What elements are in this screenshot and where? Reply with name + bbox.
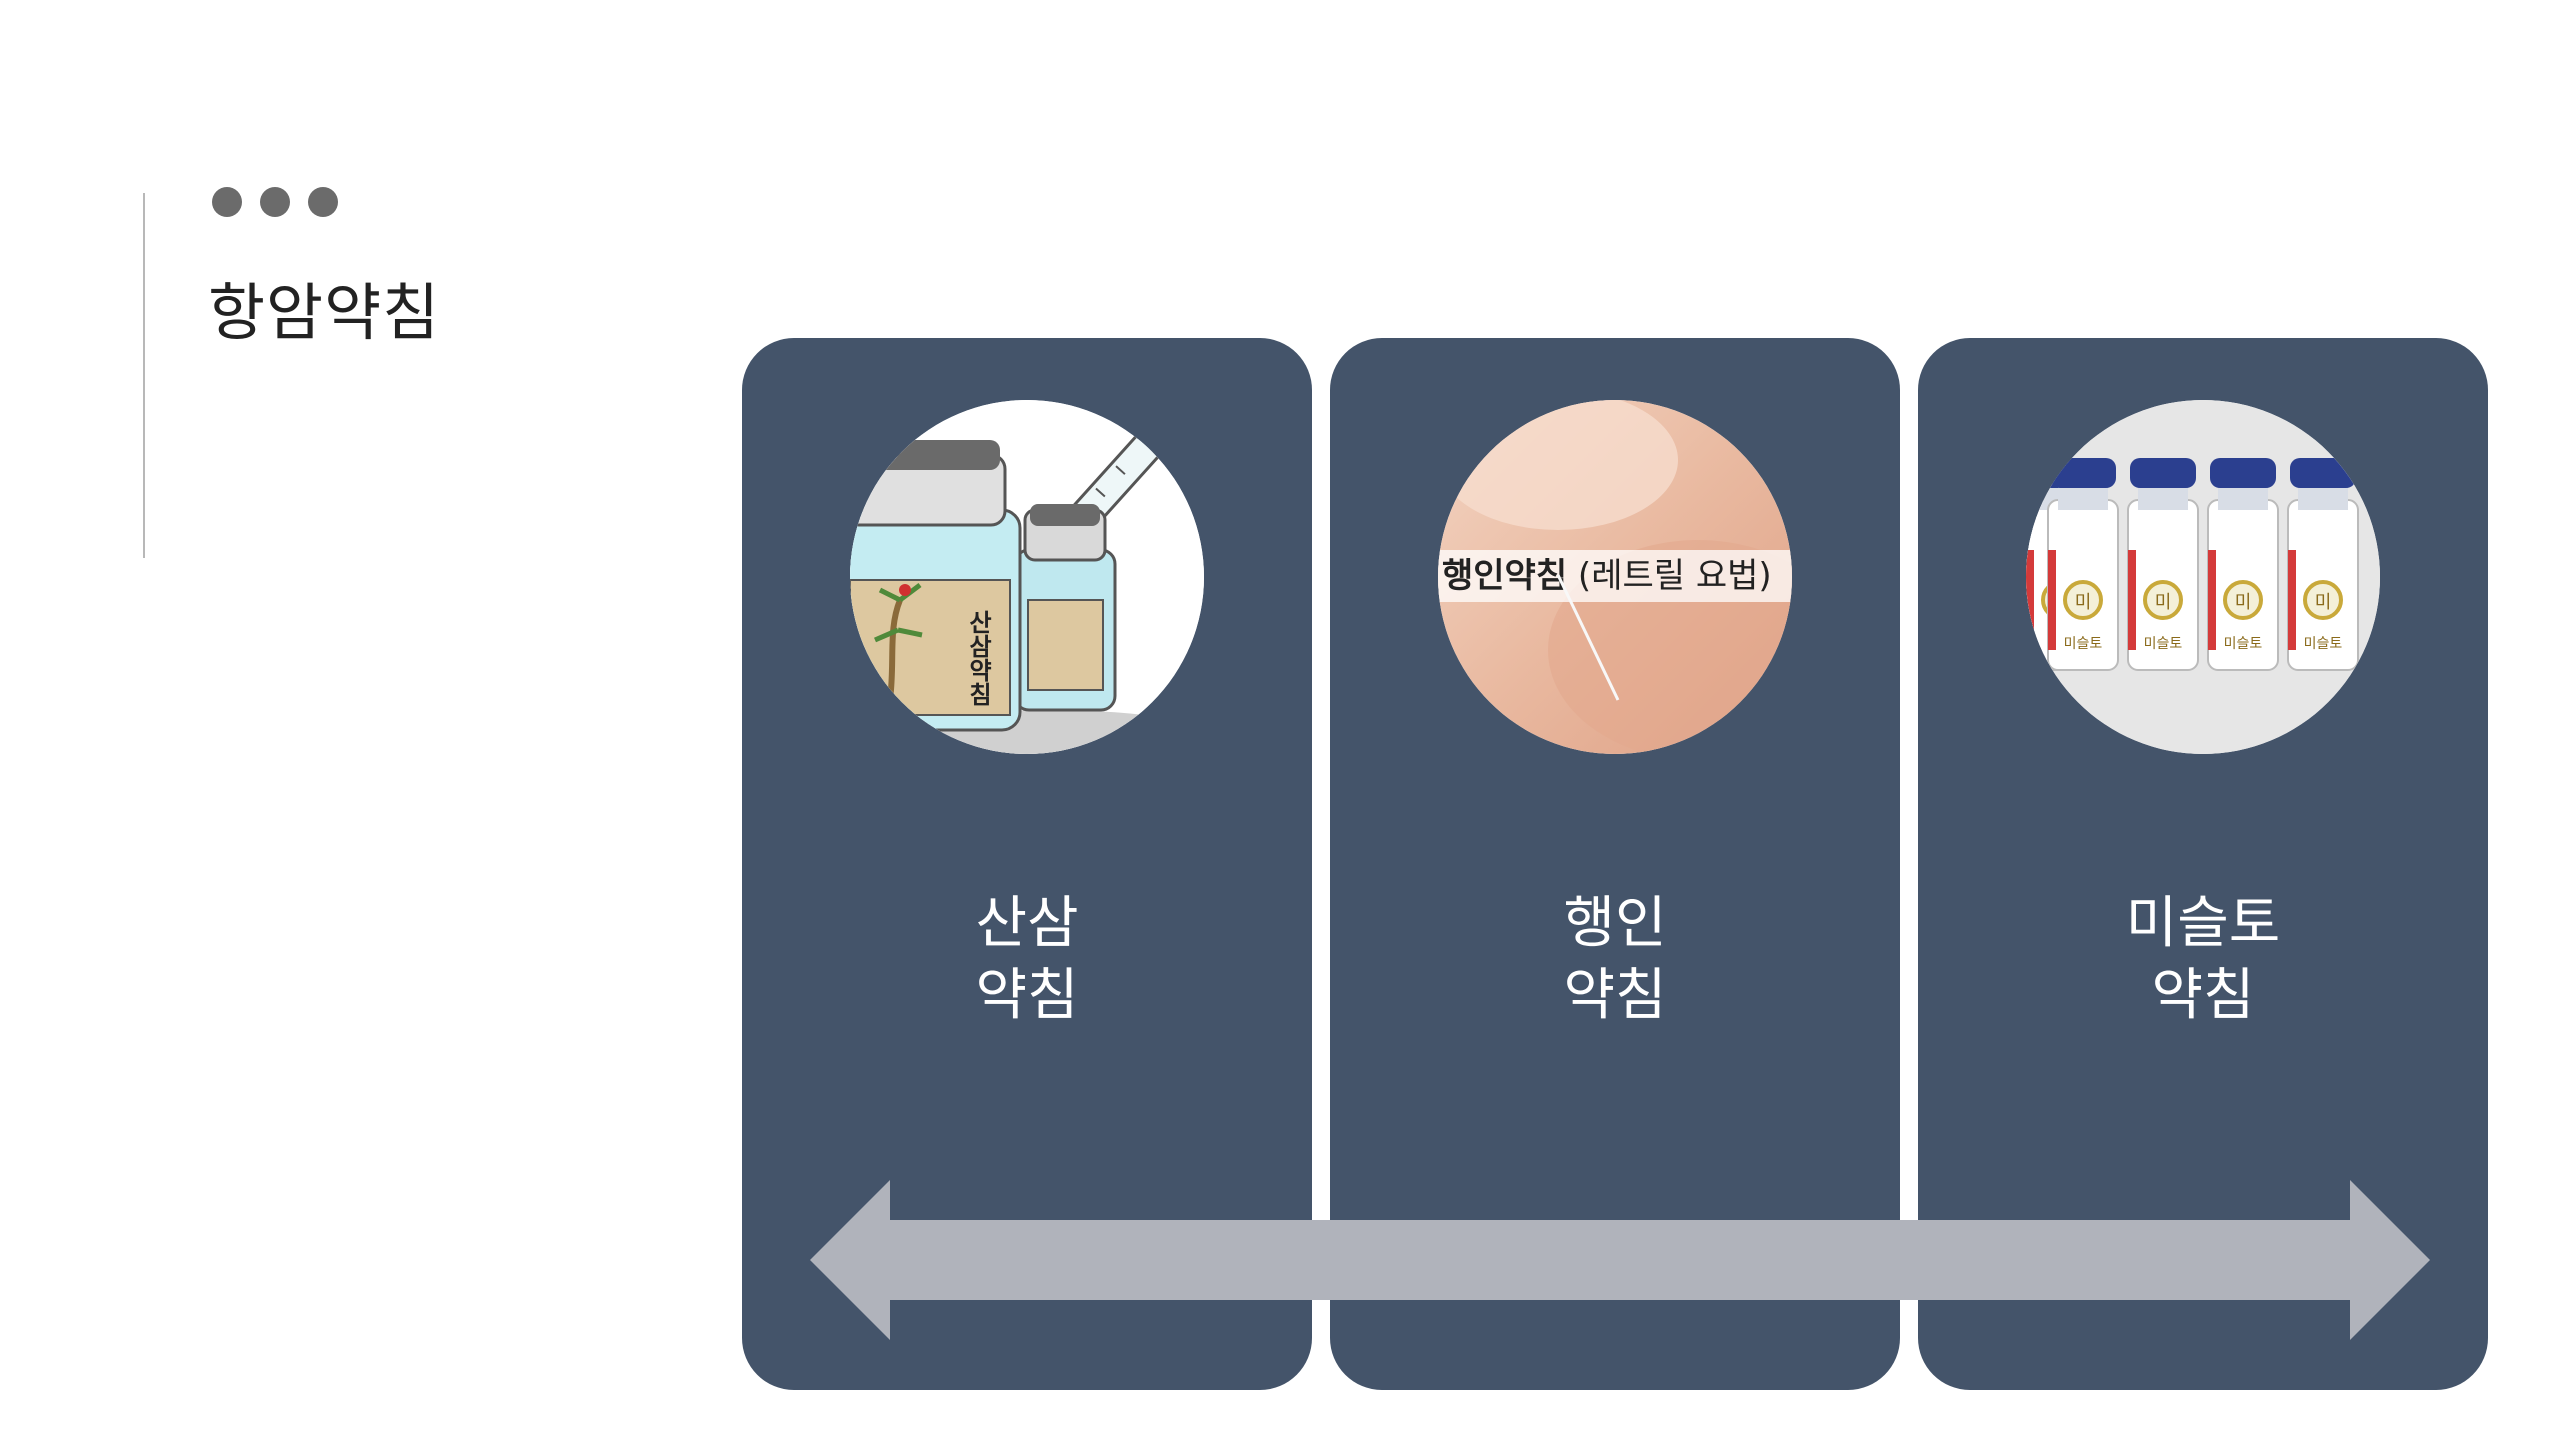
page-title: 항암약침 xyxy=(208,276,441,349)
acupuncture-needle-photo: 행인약침 (레트릴 요법) xyxy=(1438,400,1792,754)
side-divider-line xyxy=(143,193,145,558)
photo-caption-bold: 행인약침 xyxy=(1442,556,1567,596)
card-sansam: 산삼약침 산삼 약침 xyxy=(742,338,1312,1390)
vial-label-text: 미슬토 xyxy=(2304,636,2343,652)
svg-text:행인약침 (레트릴 요법): 행인약침 (레트릴 요법) xyxy=(1442,556,1772,596)
card-label-line: 행인 xyxy=(1563,891,1667,956)
vial-row: 미 미슬토 미 미슬토 미 미슬토 xyxy=(2047,458,2359,671)
vial-seal-text: 미 xyxy=(2315,592,2332,613)
card-label-sansam: 산삼 약침 xyxy=(742,888,1312,1032)
dot-icon xyxy=(212,187,242,217)
card-label-haengin: 행인 약침 xyxy=(1330,888,1900,1032)
vial-seal-text: 미 xyxy=(2235,592,2252,613)
jar-label-text: 산삼약침 xyxy=(964,610,992,706)
photo-caption-rest: (레트릴 요법) xyxy=(1567,556,1772,596)
card-label-mistletoe: 미슬토 약침 xyxy=(1918,888,2488,1032)
card-label-line: 약침 xyxy=(1563,963,1667,1028)
mistletoe-vials-image: 미 미슬토 미 미슬토 미 미슬토 xyxy=(2026,400,2380,754)
vial-label-text: 미슬토 xyxy=(2224,636,2263,652)
ginseng-jar-image: 산삼약침 xyxy=(850,400,1204,754)
card-mistletoe: 미 미슬토 미 미슬토 미 미슬토 xyxy=(1918,338,2488,1390)
ginseng-pharmacopuncture-jar-icon: 산삼약침 xyxy=(850,400,1204,754)
double-headed-arrow-icon xyxy=(810,1180,2430,1340)
dot-icon xyxy=(260,187,290,217)
title-dots xyxy=(212,187,338,217)
acupuncture-photo: 행인약침 (레트릴 요법) xyxy=(1438,400,1792,754)
vial-label-text: 미슬토 xyxy=(2064,636,2103,652)
dot-icon xyxy=(308,187,338,217)
card-label-line: 약침 xyxy=(2151,963,2255,1028)
card-label-line: 산삼 xyxy=(975,891,1079,956)
card-label-line: 약침 xyxy=(975,963,1079,1028)
vial-seal-text: 미 xyxy=(2155,592,2172,613)
card-haengin: 행인약침 (레트릴 요법) 행인 약침 xyxy=(1330,338,1900,1390)
vial-label-text: 미슬토 xyxy=(2144,636,2183,652)
card-label-line: 미슬토 xyxy=(2125,891,2281,956)
vial-seal-text: 미 xyxy=(2075,592,2092,613)
